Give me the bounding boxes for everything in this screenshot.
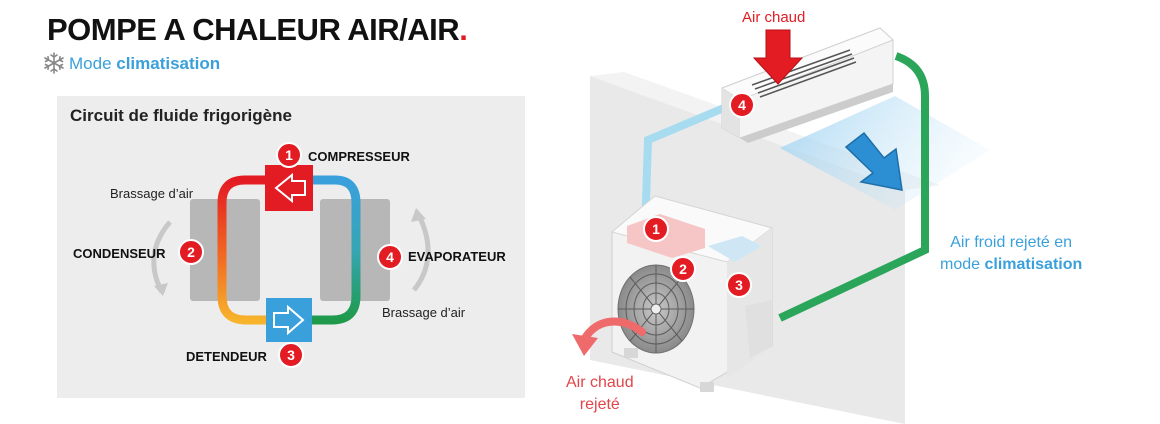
label-evaporateur: EVAPORATEUR bbox=[408, 249, 506, 264]
pipe-hot bbox=[217, 175, 268, 325]
arrow-right-icon bbox=[273, 304, 305, 336]
mode-label: Mode climatisation bbox=[43, 52, 220, 74]
pipe-green-installation bbox=[778, 52, 929, 322]
hot-air-out-arrow bbox=[580, 317, 646, 344]
label-compresseur: COMPRESSEUR bbox=[308, 149, 410, 164]
page-title: POMPE A CHALEUR AIR/AIR. bbox=[47, 12, 468, 47]
pipe-cold bbox=[312, 175, 361, 325]
cold-air-flow bbox=[780, 96, 990, 210]
label-brassage-right: Brassage d’air bbox=[382, 305, 466, 320]
badge-evaporator: 4 bbox=[377, 244, 403, 270]
badge-indoor-unit: 4 bbox=[729, 92, 755, 118]
hot-air-down-arrow bbox=[752, 29, 804, 85]
title-dot: . bbox=[459, 12, 468, 47]
badge-condenser-outdoor: 2 bbox=[670, 256, 696, 282]
badge-evaporator-outdoor: 3 bbox=[726, 272, 752, 298]
arrow-left-icon bbox=[274, 172, 306, 204]
label-air-froid: Air froid rejeté en mode climatisation bbox=[940, 234, 1083, 273]
badge-expansion-valve: 3 bbox=[278, 342, 304, 368]
badge-compressor-outdoor: 1 bbox=[643, 216, 669, 242]
cold-air-arrow bbox=[844, 131, 903, 191]
circuit-title: Circuit de fluide frigorigène bbox=[70, 106, 292, 125]
label-air-chaud-rejete: Air chaud rejeté bbox=[566, 374, 634, 413]
label-condenseur: CONDENSEUR bbox=[73, 246, 166, 261]
badge-condenser: 2 bbox=[178, 239, 204, 265]
label-brassage-left: Brassage d’air bbox=[110, 186, 194, 201]
air-flow-arrow-right bbox=[412, 212, 431, 292]
label-detendeur: DETENDEUR bbox=[186, 349, 267, 364]
badge-compressor: 1 bbox=[276, 142, 302, 168]
label-air-chaud-top: Air chaud bbox=[742, 9, 806, 26]
snowflake-icon bbox=[44, 52, 64, 74]
